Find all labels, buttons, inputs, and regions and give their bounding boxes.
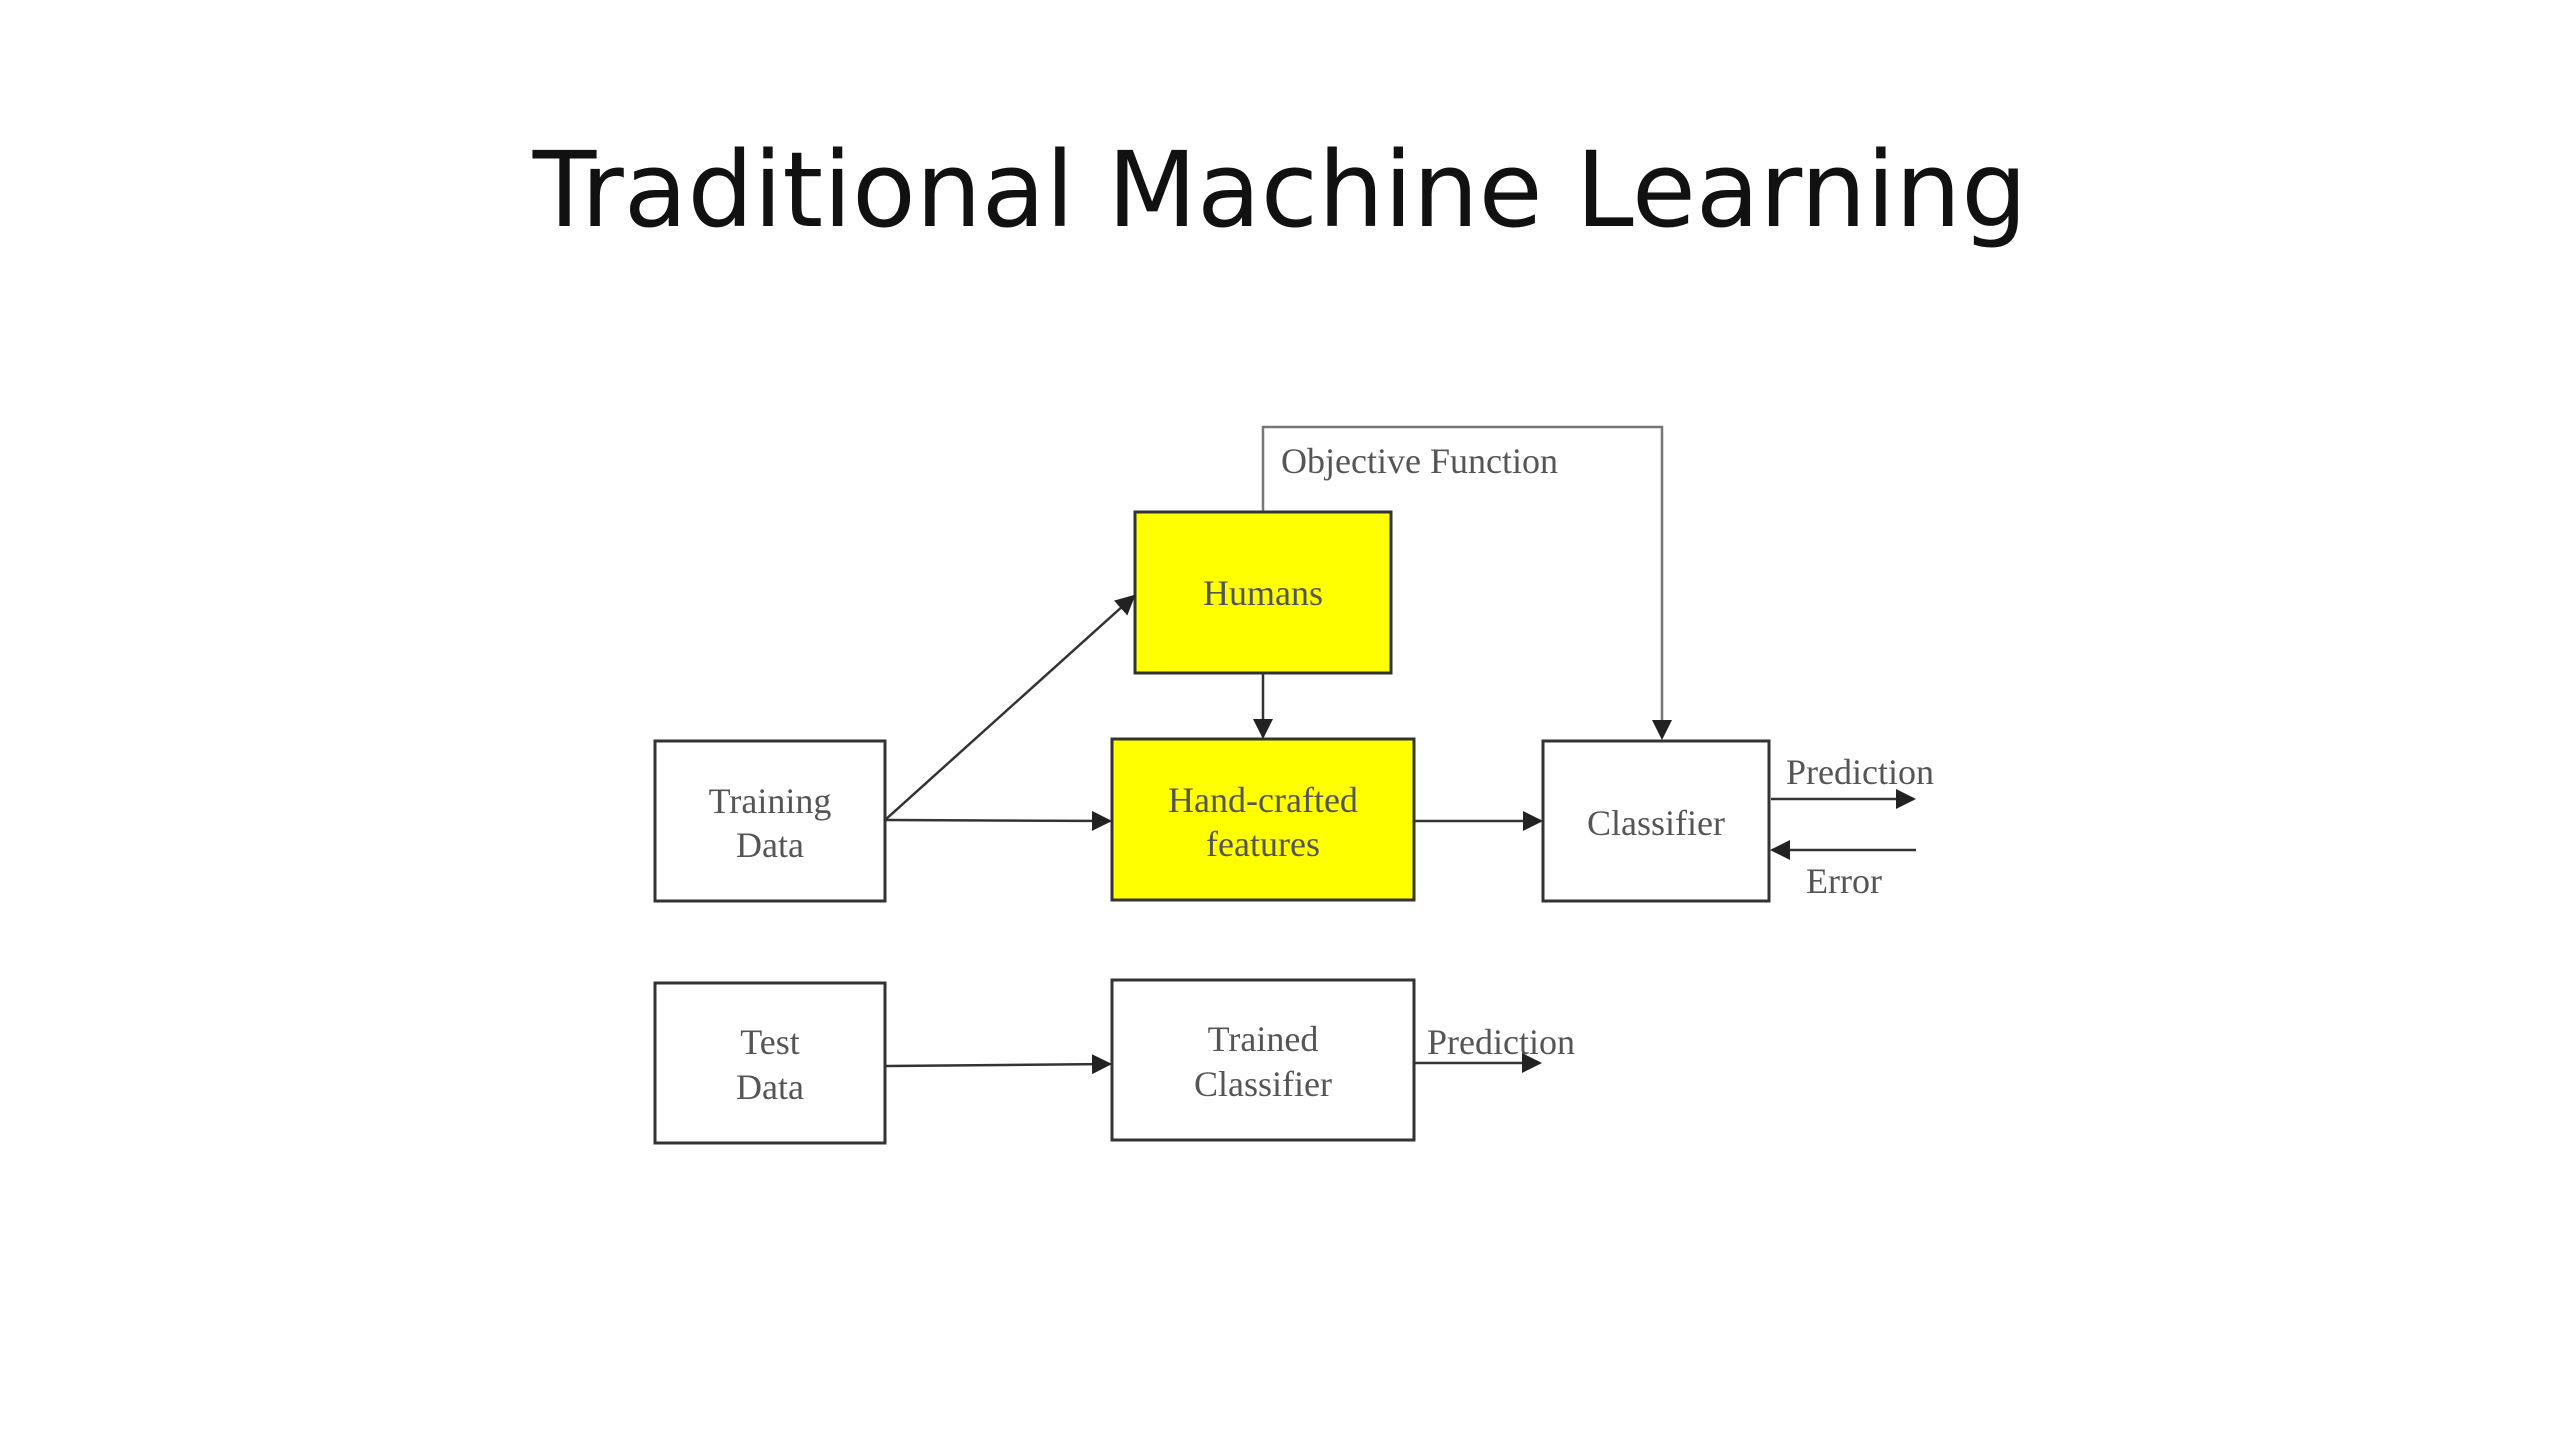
classifier-node: Classifier: [1541, 739, 1771, 903]
humans-node: Humans: [1133, 510, 1393, 675]
training-data-node: Training Data: [653, 739, 887, 903]
humans-label: Humans: [1203, 573, 1323, 613]
hand-crafted-features-label-line1: Hand-crafted: [1168, 780, 1358, 820]
trained-classifier-label-line2: Classifier: [1194, 1064, 1332, 1104]
training-data-label-line1: Training: [709, 781, 832, 821]
arrow-test-to-trained: [884, 1054, 1112, 1075]
trained-classifier-label-line1: Trained: [1208, 1019, 1319, 1059]
classifier-box: [1541, 739, 1771, 903]
classifier-label: Classifier: [1587, 803, 1725, 843]
test-data-node: Test Data: [653, 981, 887, 1145]
prediction-bottom-label: Prediction: [1427, 1022, 1575, 1062]
test-data-label-line1: Test: [740, 1022, 799, 1062]
arrow-training-to-humans: [884, 594, 1136, 821]
prediction-top-label: Prediction: [1786, 752, 1934, 792]
arrow-training-to-features: [884, 810, 1112, 831]
hand-crafted-features-box: [1110, 737, 1416, 902]
trained-classifier-box: [1110, 978, 1416, 1142]
hand-crafted-features-label-line2: features: [1206, 824, 1320, 864]
slide-title: Traditional Machine Learning: [532, 129, 2028, 251]
error-label: Error: [1806, 861, 1882, 901]
test-data-label-line2: Data: [736, 1067, 804, 1107]
training-data-box: [653, 739, 887, 903]
hand-crafted-features-node: Hand-crafted features: [1110, 737, 1416, 902]
objective-function-line: [1261, 425, 1672, 740]
objective-function-loop: Objective Function: [1261, 425, 1672, 740]
trained-classifier-node: Trained Classifier: [1110, 978, 1416, 1142]
training-data-label-line2: Data: [736, 825, 804, 865]
test-data-box: [653, 981, 887, 1145]
objective-function-label: Objective Function: [1281, 441, 1558, 481]
